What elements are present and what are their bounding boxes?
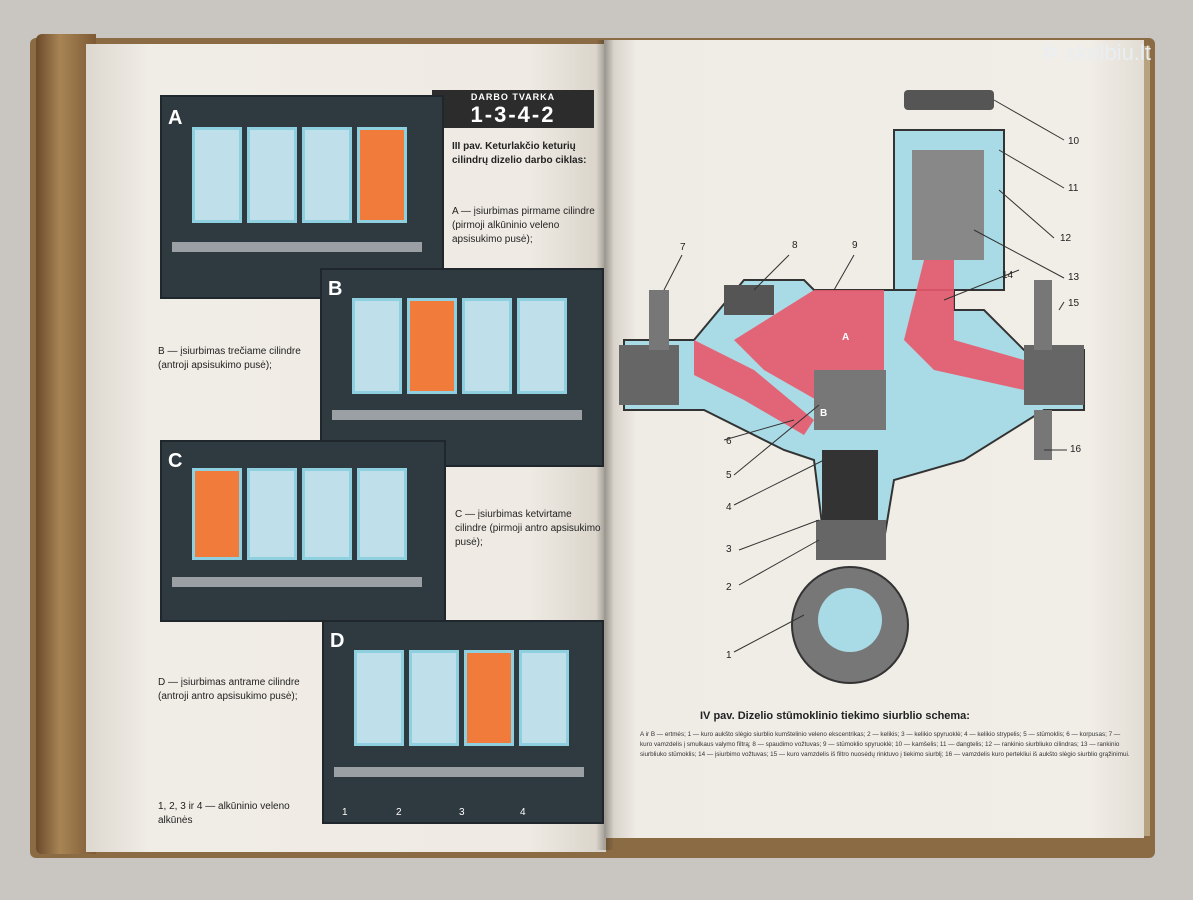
panel-d-text: D — įsiurbimas antrame cilindre (antroji…: [158, 677, 300, 702]
figure-iii-caption: III pav. Keturlakčio keturių cilindrų di…: [452, 141, 587, 166]
cylinder: [354, 650, 404, 746]
crankshaft: [172, 577, 422, 587]
diagram-number: 9: [852, 240, 858, 251]
left-fitting: [619, 345, 679, 405]
cylinder: [352, 298, 402, 394]
cylinder: [462, 298, 512, 394]
plunger: [814, 370, 886, 430]
panel-label-c: C: [168, 450, 183, 472]
figure-iv-caption: A ir B — ertmės; 1 — kuro aukšto slėgio …: [640, 731, 1130, 758]
diagram-number: 13: [1068, 272, 1080, 283]
cylinder: [247, 127, 297, 223]
diagram-number: 14: [1002, 270, 1014, 281]
panel-label-d: D: [330, 630, 345, 652]
cylinder-combustion: [357, 127, 407, 223]
diagram-number: 12: [1060, 233, 1072, 244]
crank-number: 3: [459, 807, 465, 818]
diagram-number: 15: [1068, 298, 1080, 309]
diagram-number: 6: [726, 436, 732, 447]
diagram-number: 3: [726, 544, 732, 555]
diagram-number: 7: [680, 242, 686, 253]
pipe-15: [1034, 280, 1052, 350]
right-fitting: [1024, 345, 1084, 405]
panel-label-a: A: [168, 107, 183, 129]
diagram-number: 11: [1068, 183, 1079, 194]
diagram-number: 5: [726, 470, 732, 481]
watermark-logo-icon: ✲: [1040, 40, 1066, 65]
pressure-valve-8: [724, 285, 774, 315]
pipe-7: [649, 290, 669, 350]
panel-b-text: B — įsiurbimas trečiame cilindre (antroj…: [158, 346, 301, 371]
crankshaft: [172, 242, 422, 252]
panel-c-text: C — įsiurbimas ketvirtame cilindre (pirm…: [455, 509, 601, 548]
cap-knob: [904, 90, 994, 110]
figure-iv-title: IV pav. Dizelio stūmoklinio tiekimo siur…: [700, 710, 970, 722]
engine-panel-c: C: [160, 440, 446, 622]
pipe-16: [1034, 410, 1052, 460]
diagram-number: 4: [726, 502, 732, 513]
firing-order-numbers: 1-3-4-2: [470, 102, 556, 127]
engine-panel-b: B: [320, 268, 604, 467]
panel-label-b: B: [328, 278, 343, 300]
cylinder: [517, 298, 567, 394]
engine-panel-d: D 1 2 3 4: [322, 620, 604, 824]
leader-lines: [663, 99, 1067, 653]
hand-pump-piston: [912, 150, 984, 260]
fuel-passage: [904, 260, 1024, 390]
fuel-outlet-passage: [694, 340, 814, 435]
watermark: ✲ skelbiu.lt: [1040, 40, 1151, 65]
engine-panel-a: A: [160, 95, 444, 299]
diagram-number: 16: [1070, 444, 1082, 455]
cylinder: [357, 468, 407, 560]
cylinder: [247, 468, 297, 560]
cylinder: [409, 650, 459, 746]
plunger-spring: [822, 450, 878, 520]
eccentric-center: [818, 588, 882, 652]
cylinder: [519, 650, 569, 746]
diagram-number: 8: [792, 240, 798, 251]
diagram-number: 1: [726, 650, 732, 661]
panel-a-text: A — įsiurbimas pirmame cilindre (pirmoji…: [452, 206, 595, 245]
cylinder-combustion: [464, 650, 514, 746]
cylinder: [302, 468, 352, 560]
crankshaft: [334, 767, 584, 777]
firing-order-box: DARBO TVARKA 1-3-4-2: [432, 90, 594, 128]
firing-order-title: DARBO TVARKA: [470, 92, 556, 102]
fuel-pump-diagram: [619, 90, 1085, 684]
cavity-label-a: A: [842, 332, 850, 343]
cylinder-combustion: [407, 298, 457, 394]
page-edges: [1140, 46, 1150, 836]
cavity-label-b: B: [820, 408, 828, 419]
tappet: [816, 520, 886, 560]
crankshaft: [332, 410, 582, 420]
diagram-number: 10: [1068, 136, 1080, 147]
cylinder: [192, 127, 242, 223]
diagram-number: 2: [726, 582, 732, 593]
crank-number: 4: [520, 807, 526, 818]
cylinder-combustion: [192, 468, 242, 560]
crank-footnote: 1, 2, 3 ir 4 — alkūninio veleno alkūnės: [158, 801, 290, 826]
crank-number: 1: [342, 807, 348, 818]
cylinder: [302, 127, 352, 223]
crank-number: 2: [396, 807, 402, 818]
